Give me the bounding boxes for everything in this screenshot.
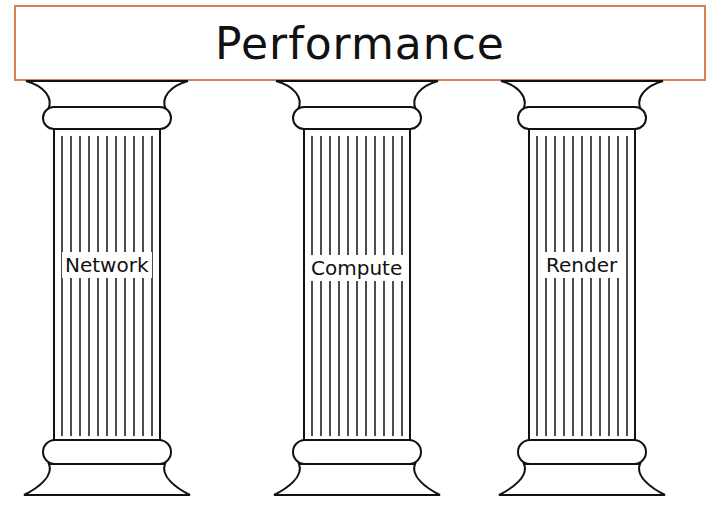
pillar-flute [97,136,99,436]
pillar-flute [320,136,322,436]
pillar-flute [383,136,385,436]
pillar-shaft [304,128,410,444]
pillar-echinus [293,107,421,129]
pillar-flute [545,136,547,436]
pillar-flute [79,136,81,436]
pillar-flute [590,136,592,436]
pillar-label: Network [62,252,152,278]
pillar-echinus [518,107,646,129]
pillar-flute [563,136,565,436]
pillar-flute [124,136,126,436]
pillar-flute [572,136,574,436]
pillar-flute [608,136,610,436]
pillar-flute [599,136,601,436]
pillar-flute [401,136,403,436]
pillar-torus [43,440,171,464]
pillar-flute [88,136,90,436]
pillar-drawing [497,80,667,498]
pillar-label: Render [543,252,620,278]
pillar-torus [518,440,646,464]
pillar-capital [276,81,438,110]
pillar-flute [347,136,349,436]
pillar-flute [133,136,135,436]
pillar-capital [501,81,663,110]
pillar-flute [338,136,340,436]
pillar-flute [106,136,108,436]
pillar-flute [617,136,619,436]
pillar-flute [365,136,367,436]
pillar-echinus [43,107,171,129]
pillar-flute [374,136,376,436]
title-text: Performance [215,18,505,69]
pillar-flute [61,136,63,436]
pillar-base [24,464,190,495]
pillar-flute [536,136,538,436]
pillar-drawing [22,80,192,498]
pillar-label: Compute [308,255,405,281]
pillar-flute [392,136,394,436]
pillar-flute [142,136,144,436]
pillar-shaft [54,128,160,444]
pillar-node: Network [22,80,192,498]
pillar-flute [329,136,331,436]
title-box: Performance [14,5,706,81]
pillar-flute [581,136,583,436]
pillar-shaft [529,128,635,444]
pillar-capital [26,81,188,110]
pillar-torus [293,440,421,464]
pillar-flute [626,136,628,436]
pillar-flute [554,136,556,436]
pillar-flute [115,136,117,436]
pillar-flute [151,136,153,436]
pillar-node: Render [497,80,667,498]
pillar-flute [311,136,313,436]
pillar-flute [356,136,358,436]
pillar-drawing [272,80,442,498]
pillar-flute [70,136,72,436]
pillar-node: Compute [272,80,442,498]
pillar-base [499,464,665,495]
pillar-base [274,464,440,495]
